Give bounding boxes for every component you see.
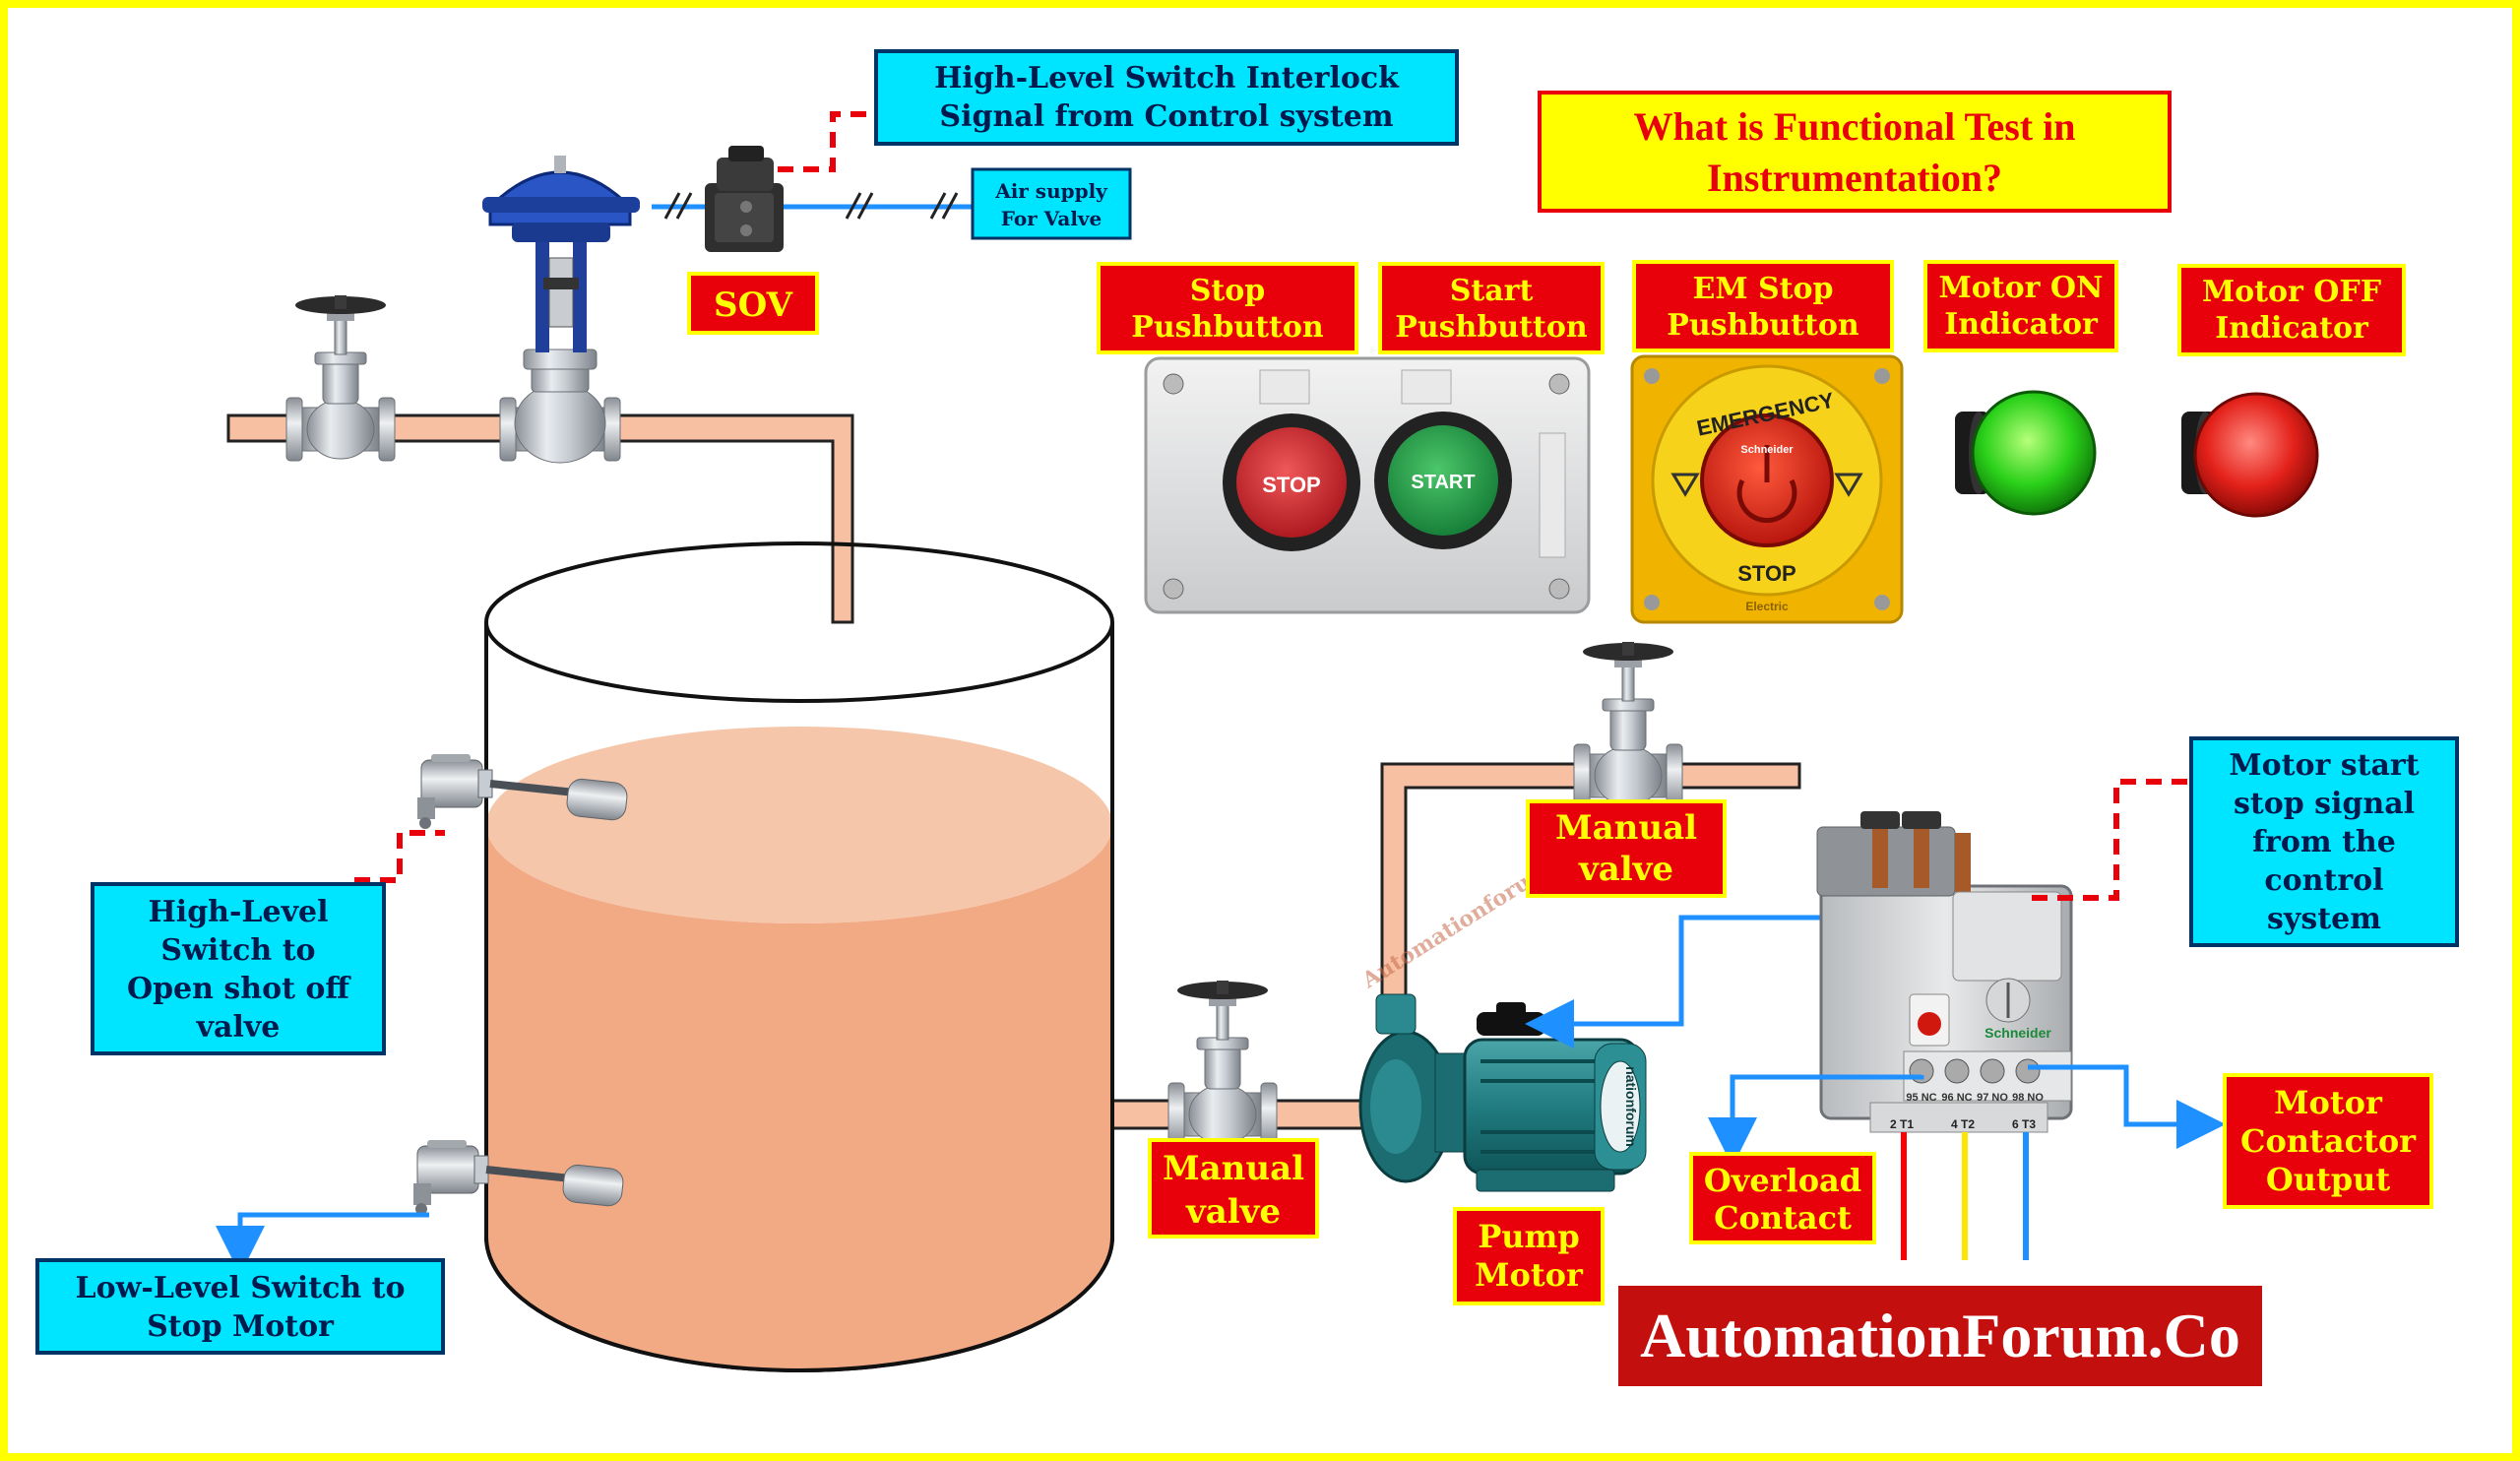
high-level-line-3: Open shot off (127, 972, 351, 1006)
relay-phase-labels: 2 T1 4 T2 6 T3 (1890, 1117, 2036, 1131)
overload-relay-icon (1816, 811, 2073, 1133)
air-supply-line-1: Air supply (994, 179, 1108, 203)
interlock-line-2: Signal from Control system (939, 99, 1393, 134)
title-box: What is Functional Test in Instrumentati… (1538, 91, 2172, 213)
stop-pb-line-1: Stop (1190, 274, 1266, 308)
overload-line-1: Overload (1704, 1162, 1861, 1199)
manual-valve-top-line-1: Manual (1555, 808, 1697, 848)
overload-arrow (1708, 1074, 1924, 1167)
motor-signal-line-2: stop signal (2234, 787, 2415, 821)
motor-off-label: Motor OFF Indicator (2177, 264, 2406, 356)
relay-phase-t2: 4 T2 (1951, 1117, 1975, 1131)
start-pb-line-1: Start (1450, 274, 1534, 308)
motor-signal-callout: Motor start stop signal from the control… (2189, 736, 2459, 947)
motor-off-line-1: Motor OFF (2202, 275, 2381, 309)
air-supply-line (652, 192, 973, 220)
interlock-callout: High-Level Switch Interlock Signal from … (874, 49, 1459, 146)
manual-valve-top-label: Manual valve (1526, 799, 1727, 898)
sov-label: SOV (687, 272, 819, 335)
low-level-signal-arrow (216, 1212, 429, 1275)
relay-brand-text: Schneider (1984, 1025, 2051, 1041)
contactor-line-2: Contactor (2240, 1122, 2417, 1160)
brand-banner: AutomationForum.Co (1618, 1286, 2262, 1386)
manual-valve-bottom-label: Manual valve (1148, 1138, 1319, 1239)
em-stop-pb-line-2: Pushbutton (1667, 308, 1859, 343)
title-line-2: Instrumentation? (1707, 156, 2002, 200)
brand-text: AutomationForum.Co (1640, 1301, 2240, 1370)
motor-off-indicator-icon (2181, 392, 2319, 518)
contactor-line-1: Motor (2274, 1084, 2383, 1121)
pump-motor-line-2: Motor (1475, 1256, 1584, 1294)
manual-valve-bottom-line-2: valve (1185, 1192, 1281, 1232)
em-schneider-text: Schneider (1740, 444, 1794, 456)
air-supply-line-2: For Valve (1001, 207, 1102, 230)
pump-motor-line-1: Pump (1478, 1218, 1580, 1255)
high-level-line-2: Switch to (160, 933, 315, 968)
start-pushbutton-label: Start Pushbutton (1378, 262, 1605, 354)
control-valve-icon (482, 156, 640, 464)
emergency-stop-icon (1630, 354, 1904, 624)
start-pb-line-2: Pushbutton (1395, 310, 1588, 345)
motor-signal-line-5: system (2267, 902, 2381, 936)
em-stop-pb-line-1: EM Stop (1692, 272, 1833, 306)
motor-on-line-2: Indicator (1944, 307, 2099, 342)
motor-on-label: Motor ON Indicator (1923, 260, 2118, 352)
motor-control-arrow (1525, 915, 1821, 1048)
title-line-1: What is Functional Test in (1633, 104, 2075, 149)
storage-tank (484, 541, 1114, 1372)
overload-contact-label: Overload Contact (1689, 1152, 1876, 1244)
air-supply-callout: Air supply For Valve (971, 167, 1132, 240)
motor-off-line-2: Indicator (2215, 311, 2369, 346)
stop-pushbutton-label: Stop Pushbutton (1097, 262, 1358, 354)
sov-text: SOV (714, 286, 793, 325)
interlock-signal-line (778, 111, 876, 172)
push-button-station-icon (1144, 356, 1591, 614)
motor-on-indicator-icon (1955, 390, 2097, 516)
motor-contactor-output-label: Motor Contactor Output (2223, 1073, 2433, 1209)
motor-badge-text: nationforum (1623, 1066, 1639, 1147)
manual-valve-bottom-line-1: Manual (1163, 1149, 1304, 1188)
high-level-callout: High-Level Switch to Open shot off valve (91, 882, 386, 1055)
relay-terminal-95: 95 NC (1906, 1092, 1936, 1104)
high-level-line-1: High-Level (148, 895, 328, 929)
relay-terminal-96: 96 NC (1941, 1092, 1972, 1104)
stop-button-text: STOP (1262, 473, 1321, 497)
motor-signal-line-3: from the (2252, 825, 2396, 859)
high-level-signal-line (354, 830, 445, 883)
interlock-line-1: High-Level Switch Interlock (934, 61, 1400, 95)
motor-signal-line-4: control (2264, 863, 2383, 898)
relay-phase-t1: 2 T1 (1890, 1117, 1914, 1131)
pump-motor-label: Pump Motor (1453, 1207, 1605, 1305)
relay-terminal-labels: 95 NC 96 NC 97 NO 98 NO (1906, 1092, 2044, 1104)
solenoid-valve-icon (705, 146, 784, 252)
low-level-callout: Low-Level Switch to Stop Motor (35, 1258, 445, 1355)
em-electric-text: Electric (1745, 600, 1789, 613)
high-level-line-4: valve (196, 1010, 281, 1045)
pump-motor-icon (1358, 993, 1647, 1192)
motor-signal-line-1: Motor start (2229, 748, 2419, 783)
em-stop-pushbutton-label: EM Stop Pushbutton (1632, 260, 1894, 352)
relay-phase-t3: 6 T3 (2012, 1117, 2036, 1131)
motor-on-line-1: Motor ON (1939, 271, 2104, 305)
contactor-line-3: Output (2266, 1161, 2391, 1198)
contactor-arrow (2028, 1064, 2226, 1149)
overload-line-2: Contact (1714, 1199, 1852, 1237)
manual-valve-top-line-2: valve (1578, 850, 1673, 889)
relay-terminal-97: 97 NO (1977, 1092, 2008, 1104)
em-stop-text: STOP (1737, 561, 1796, 586)
motor-signal-line (2032, 779, 2189, 901)
start-button-text: START (1411, 472, 1475, 493)
low-level-line-1: Low-Level Switch to (75, 1271, 405, 1305)
stop-pb-line-2: Pushbutton (1131, 310, 1324, 345)
relay-terminal-98: 98 NO (2012, 1092, 2044, 1104)
low-level-line-2: Stop Motor (147, 1309, 335, 1344)
